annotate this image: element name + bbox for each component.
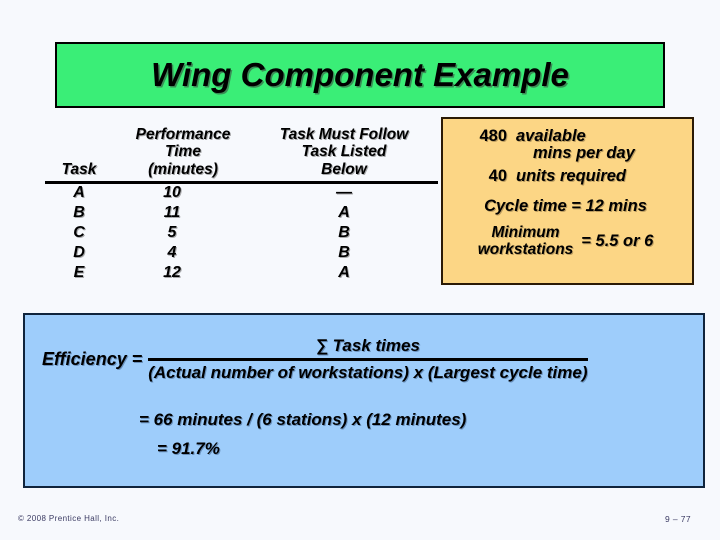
table-row: D 4 B	[40, 244, 440, 264]
header-follow-line2: Task Listed	[301, 143, 387, 161]
min-workstations-label: Minimum workstations	[477, 224, 574, 258]
header-time-line3: (minutes)	[148, 160, 218, 178]
cycle-time-line: Cycle time = 12 mins	[484, 197, 647, 215]
table-header-follows: Task Must Follow Task Listed Below	[248, 126, 440, 178]
units-required-label: units required	[516, 167, 627, 185]
fraction-bar	[148, 358, 588, 361]
efficiency-fraction: ∑ Task times (Actual number of workstati…	[148, 336, 588, 383]
min-workstations-label-line1: Minimum	[491, 224, 560, 241]
header-time-line2: Time	[165, 143, 201, 161]
cell-time: 10	[163, 184, 181, 202]
units-required-line: 40 units required	[449, 167, 682, 186]
min-workstations-line: Minimum workstations = 5.5 or 6	[449, 224, 682, 258]
cell-time: 5	[167, 224, 177, 242]
table-header-rule	[45, 181, 438, 185]
efficiency-step-1: = 66 minutes / (6 stations) x (12 minute…	[139, 410, 467, 429]
min-workstations-value: = 5.5 or 6	[581, 232, 654, 251]
footer-page-number: 9 – 77	[665, 514, 692, 524]
cell-follows: B	[338, 224, 350, 242]
cell-time: 12	[163, 264, 181, 282]
available-mins-line: 480 available	[449, 127, 682, 146]
cell-task: A	[73, 184, 85, 202]
info-box: 480 available mins per day 40 units requ…	[441, 117, 694, 285]
header-task-label: Task	[61, 160, 97, 178]
cell-follows: A	[338, 264, 350, 282]
cell-task: C	[73, 224, 85, 242]
table-header-row: Task Performance Time (minutes) Task Mus…	[40, 126, 440, 178]
efficiency-denominator: (Actual number of workstations) x (Large…	[148, 363, 588, 382]
efficiency-numerator: ∑ Task times	[315, 336, 420, 355]
title-banner: Wing Component Example	[55, 42, 665, 108]
task-table: Task Performance Time (minutes) Task Mus…	[40, 126, 440, 284]
min-workstations-label-line2: workstations	[477, 240, 574, 258]
units-required-value: 40	[488, 167, 507, 185]
footer-copyright: © 2008 Prentice Hall, Inc.	[18, 514, 120, 523]
efficiency-label: Efficiency =	[42, 349, 143, 369]
efficiency-box: Efficiency = ∑ Task times (Actual number…	[23, 313, 705, 488]
cell-task: E	[73, 264, 85, 282]
efficiency-step-2: = 91.7%	[157, 439, 220, 458]
table-row: E 12 A	[40, 264, 440, 284]
header-time-line1: Performance	[135, 126, 231, 143]
cell-time: 4	[167, 244, 177, 262]
header-follow-line1: Task Must Follow	[279, 126, 409, 143]
available-mins-label-2: mins per day	[533, 144, 635, 162]
efficiency-formula: Efficiency = ∑ Task times (Actual number…	[42, 336, 588, 383]
header-follow-line3: Below	[321, 160, 367, 178]
table-row: B 11 A	[40, 204, 440, 224]
available-mins-value: 480	[479, 127, 507, 145]
cell-time: 11	[163, 204, 181, 222]
page-title: Wing Component Example	[151, 56, 569, 93]
table-header-task: Task	[40, 161, 118, 178]
cell-task: B	[73, 204, 85, 222]
table-header-time: Performance Time (minutes)	[118, 126, 248, 178]
cell-task: D	[73, 244, 85, 262]
cell-follows: —	[336, 184, 352, 202]
cell-follows: B	[338, 244, 350, 262]
cell-follows: A	[338, 204, 350, 222]
available-mins-label: available	[516, 127, 586, 145]
table-row: C 5 B	[40, 224, 440, 244]
table-row: A 10 —	[40, 184, 440, 204]
